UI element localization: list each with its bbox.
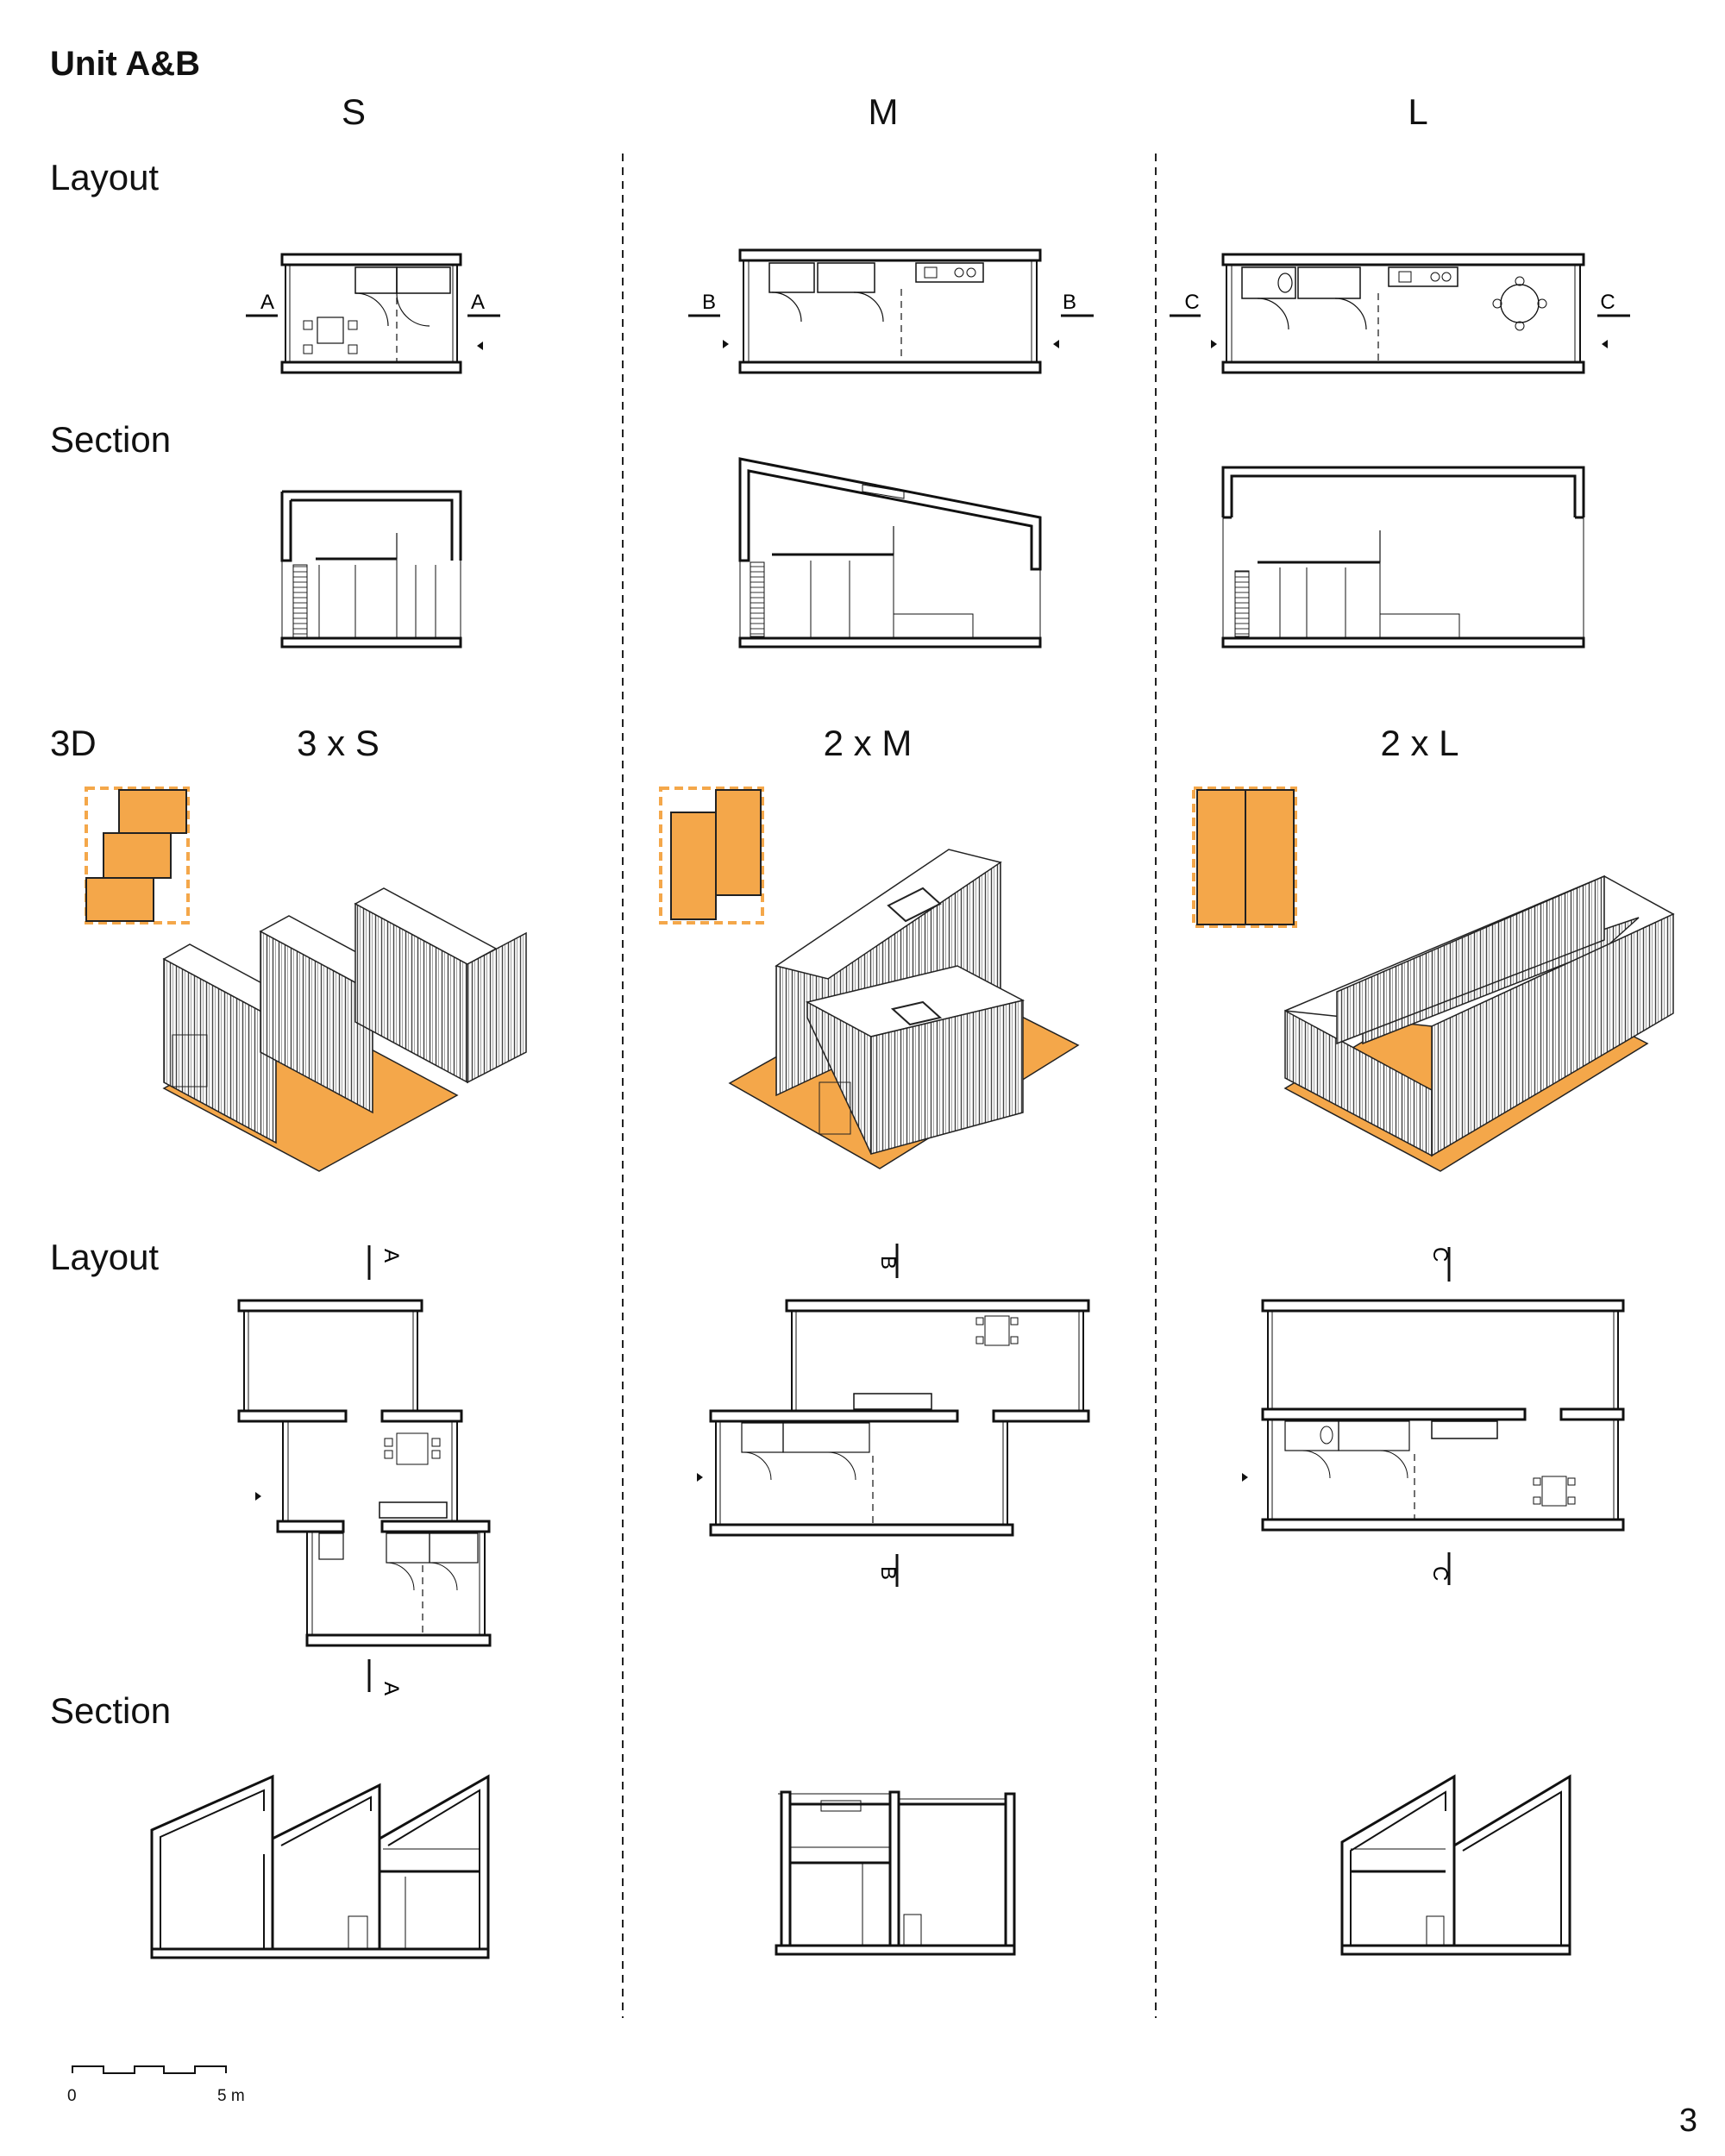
section-mark-b-top: B — [876, 1256, 900, 1269]
layout-plan-m — [688, 248, 1094, 374]
section-mark-a-left: A — [260, 291, 274, 314]
scale-bar — [72, 2065, 227, 2074]
axonometric-2x-m — [728, 849, 1080, 1169]
column-dividers — [622, 154, 1157, 2018]
section-drawing-l — [1221, 466, 1585, 649]
combined-section-2x-m — [775, 1790, 1016, 1956]
section-mark-b-left: B — [702, 291, 716, 314]
column-header-l: L — [1408, 91, 1428, 132]
combined-section-2x-l — [1340, 1774, 1571, 1956]
page-number: 3 — [1678, 2103, 1697, 2139]
combined-plan-3x-s — [237, 1245, 492, 1692]
scale-end-label: 5 m — [217, 2087, 245, 2105]
scale-start-label: 0 — [67, 2087, 77, 2105]
section-mark-a-bottom: A — [380, 1682, 403, 1695]
section-mark-c-top: C — [1428, 1247, 1452, 1262]
row-label-layout-bottom: Layout — [50, 1237, 160, 1277]
footprint-diagram-l — [1192, 787, 1297, 928]
section-mark-b-bottom: B — [876, 1566, 900, 1580]
layout-plan-l — [1170, 253, 1630, 374]
page-title: Unit A&B — [50, 45, 201, 83]
combo-label-l: 2 x L — [1380, 723, 1459, 763]
section-mark-b-right: B — [1063, 291, 1076, 314]
combined-plan-2x-l — [1242, 1247, 1625, 1585]
section-mark-a-top: A — [380, 1249, 403, 1263]
row-label-3d: 3D — [50, 723, 97, 763]
axonometric-3x-s — [162, 887, 527, 1172]
section-mark-c-left: C — [1184, 291, 1199, 314]
section-drawing-m — [738, 457, 1042, 649]
combined-plan-2x-m — [697, 1244, 1090, 1587]
layout-plan-s — [246, 253, 500, 374]
axonometric-2x-l — [1283, 874, 1675, 1172]
column-header-m: M — [868, 91, 899, 132]
section-mark-c-bottom: C — [1428, 1566, 1452, 1581]
row-label-section-bottom: Section — [50, 1690, 172, 1731]
combo-label-s: 3 x S — [297, 723, 380, 763]
row-label-layout-top: Layout — [50, 157, 160, 197]
section-mark-a-right: A — [471, 291, 485, 314]
column-header-s: S — [341, 91, 367, 132]
footprint-diagram-s — [85, 787, 190, 924]
section-mark-c-right: C — [1600, 291, 1615, 314]
footprint-diagram-m — [659, 787, 764, 924]
section-drawing-s — [280, 490, 462, 649]
combined-section-3x-s — [150, 1774, 490, 1959]
row-label-section-top: Section — [50, 419, 172, 460]
combo-label-m: 2 x M — [823, 723, 913, 763]
